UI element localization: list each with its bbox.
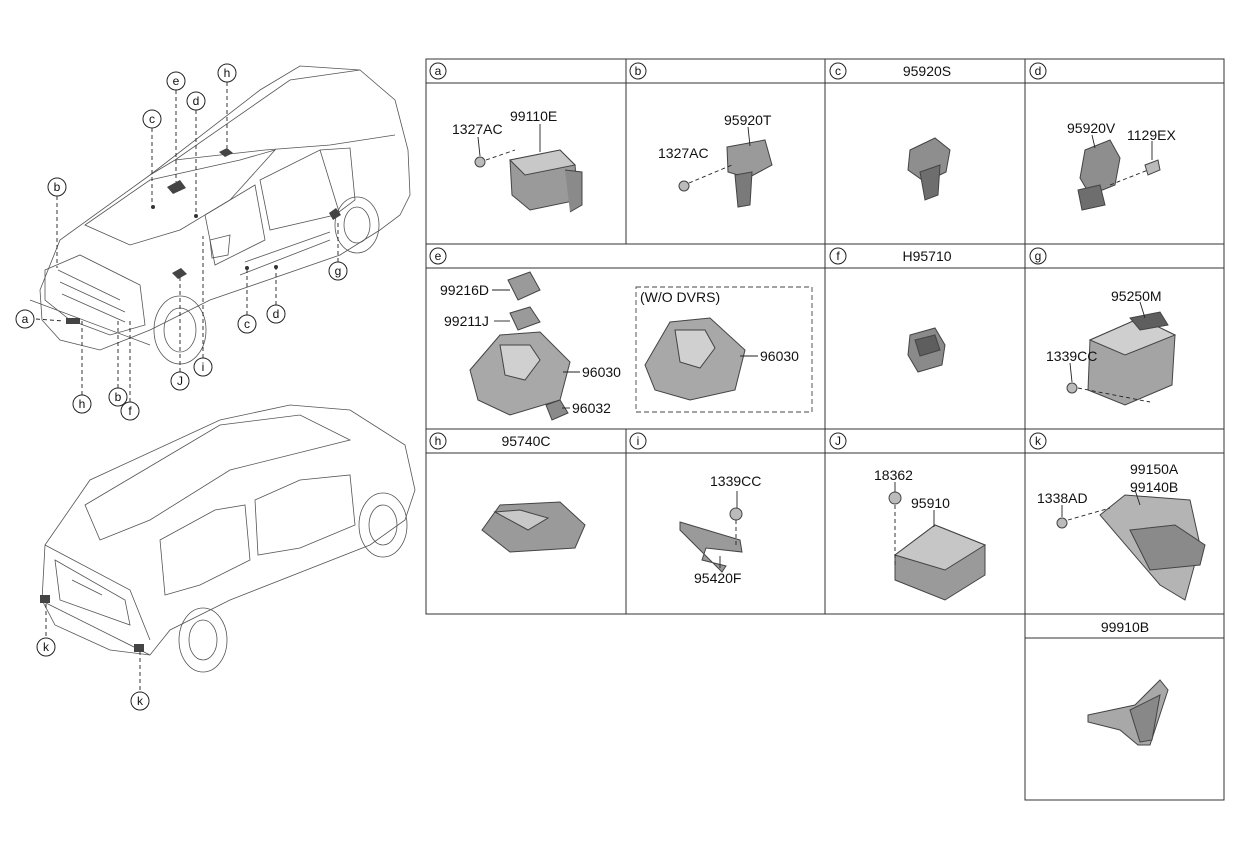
- part-label: 95250M: [1111, 288, 1162, 304]
- part-label: 95910: [911, 495, 950, 511]
- part-g-control-unit: [1066, 301, 1177, 406]
- cell-a-header: a: [429, 62, 447, 80]
- cell-h-header: h 95740C: [429, 432, 551, 450]
- cell-letter: b: [635, 64, 642, 78]
- part-label: 99110E: [510, 108, 557, 124]
- callout-h-front-bottom: h: [72, 394, 92, 414]
- callout-c-front-bottom: c: [237, 314, 257, 334]
- cell-letter: i: [637, 434, 640, 448]
- cell-letter: a: [435, 64, 442, 78]
- cell-c-header: c 95920S: [829, 62, 951, 80]
- callout-text: J: [177, 374, 183, 388]
- callout-text: i: [202, 360, 205, 374]
- callout-b-front-bottom: b: [108, 387, 128, 407]
- part-label: 96030: [582, 364, 621, 380]
- callout-text: b: [115, 390, 122, 404]
- callout-text: c: [149, 112, 155, 126]
- part-label: 95420F: [694, 570, 741, 586]
- callout-text: b: [54, 180, 61, 194]
- cell-title: 95740C: [501, 433, 550, 449]
- cell-e-header: e: [429, 247, 447, 265]
- callout-f-front: f: [120, 401, 140, 421]
- cell-k-header: k: [1029, 432, 1047, 450]
- inset-label: (W/O DVRS): [640, 289, 720, 305]
- part-e-camera-cover: [469, 271, 758, 421]
- parts-table-grid: [425, 58, 1225, 801]
- callout-text: d: [273, 307, 280, 321]
- callout-e-front: e: [166, 71, 186, 91]
- part-label: 18362: [874, 467, 913, 483]
- part-label: 99140B: [1130, 479, 1178, 495]
- cell-title: 99910B: [1101, 619, 1149, 635]
- part-f-module: [907, 327, 946, 373]
- callout-text: d: [193, 94, 200, 108]
- callout-text: e: [173, 74, 180, 88]
- callout-text: g: [335, 264, 342, 278]
- part-label: 99150A: [1130, 461, 1179, 477]
- cell-letter: e: [435, 249, 442, 263]
- part-i-bracket: [679, 491, 743, 573]
- part-label: 1338AD: [1037, 490, 1088, 506]
- callout-text: h: [224, 66, 231, 80]
- cell-d-header: d: [1029, 62, 1047, 80]
- callout-text: k: [43, 640, 50, 654]
- front-callouts: [35, 82, 339, 402]
- callout-i-front: i: [193, 357, 213, 377]
- part-label: 1327AC: [452, 121, 503, 137]
- front-vehicle-illustration: [29, 65, 411, 365]
- cell-extra-header: 99910B: [1101, 619, 1149, 635]
- part-label: 96032: [572, 400, 611, 416]
- part-label: 1339CC: [710, 473, 761, 489]
- callout-d-front-bottom: d: [266, 304, 286, 324]
- cell-title: H95710: [902, 248, 951, 264]
- cell-j-header: J: [829, 432, 847, 450]
- callout-c-front: c: [142, 109, 162, 129]
- callout-k-rear-left: k: [36, 637, 56, 657]
- cell-g-header: g: [1029, 247, 1047, 265]
- cell-i-header: i: [629, 432, 647, 450]
- callout-text: a: [22, 312, 29, 326]
- callout-d-front: d: [186, 91, 206, 111]
- cell-letter: k: [1035, 434, 1042, 448]
- cell-letter: g: [1035, 249, 1042, 263]
- part-label: 99211J: [444, 313, 489, 329]
- cell-title: 95920S: [903, 63, 951, 79]
- rear-vehicle-illustration: [39, 404, 416, 673]
- cell-letter: d: [1035, 64, 1042, 78]
- callout-text: c: [244, 317, 250, 331]
- cell-f-header: f H95710: [829, 247, 952, 265]
- part-b-sensor: [678, 126, 773, 208]
- part-d-sensor: [1077, 134, 1161, 211]
- part-a-radar-module: [474, 124, 583, 213]
- part-h-overhead-module: [481, 501, 586, 553]
- callout-text: f: [128, 404, 132, 418]
- cell-letter: c: [835, 64, 841, 78]
- callout-g-front: g: [328, 261, 348, 281]
- part-label: 1327AC: [658, 145, 709, 161]
- callout-j-front: J: [170, 371, 190, 391]
- part-label: 1129EX: [1127, 127, 1176, 143]
- part-label: 95920T: [724, 112, 772, 128]
- cell-letter: J: [835, 434, 841, 448]
- callout-a-front: a: [15, 309, 35, 329]
- rear-callouts: [45, 604, 141, 690]
- part-label: 95920V: [1067, 120, 1116, 136]
- callout-text: k: [137, 694, 144, 708]
- cell-letter: f: [836, 249, 840, 263]
- part-c-sensor: [907, 137, 951, 201]
- part-label: 1339CC: [1046, 348, 1097, 364]
- callout-h-front-top: h: [217, 63, 237, 83]
- part-j-acu: [888, 482, 987, 601]
- part-label: 99216D: [440, 282, 489, 298]
- cell-letter: h: [435, 434, 442, 448]
- callout-k-rear-bottom: k: [130, 691, 150, 711]
- cell-b-header: b: [629, 62, 647, 80]
- part-k-sensor-bracket: [1056, 489, 1206, 601]
- part-extra-bracket: [1087, 679, 1169, 746]
- callout-text: h: [79, 397, 86, 411]
- part-label: 96030: [760, 348, 799, 364]
- callout-b-front: b: [47, 177, 67, 197]
